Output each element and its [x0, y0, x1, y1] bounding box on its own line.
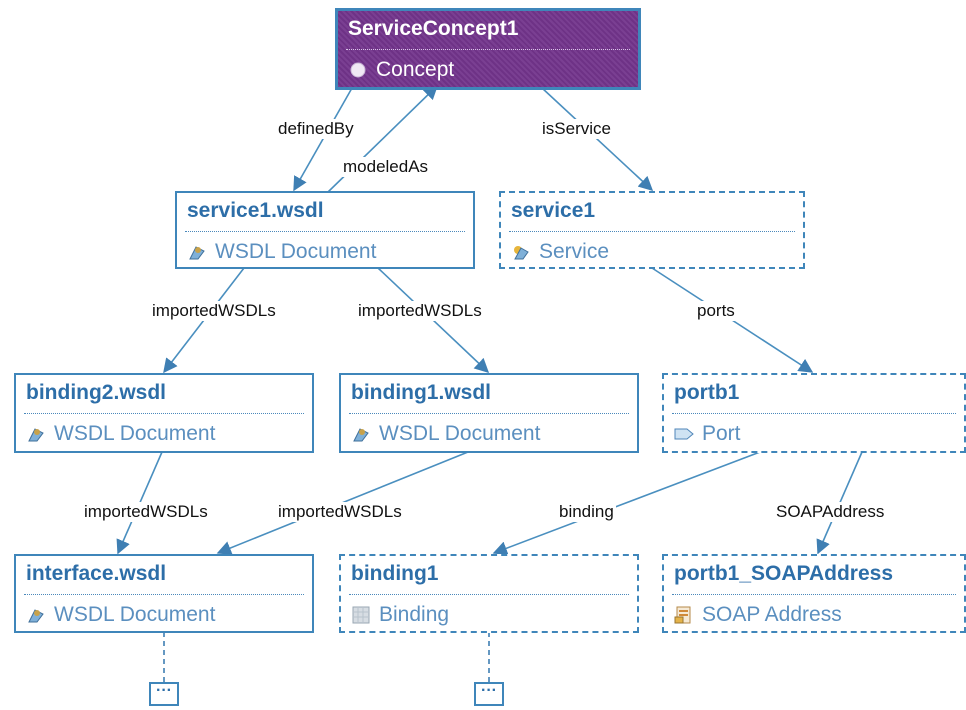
service-icon — [511, 242, 531, 262]
wsdl-document-icon — [351, 424, 371, 444]
node-title: binding1.wsdl — [351, 381, 491, 404]
node-interface-wsdl[interactable]: interface.wsdl WSDL Document — [14, 554, 314, 633]
node-type-label: WSDL Document — [54, 603, 216, 626]
edge-label-isservice: isService — [540, 119, 613, 139]
node-type-label: Binding — [379, 603, 450, 626]
node-type-label: Service — [539, 240, 610, 263]
node-type-label: Concept — [376, 58, 455, 81]
node-title: interface.wsdl — [26, 562, 167, 585]
edge-label-definedby: definedBy — [276, 119, 356, 139]
port-icon — [674, 424, 694, 444]
node-service1-wsdl[interactable]: service1.wsdl WSDL Document — [175, 191, 475, 269]
edge-label-soapaddress: SOAPAddress — [774, 502, 887, 522]
concept-icon — [348, 60, 368, 80]
node-divider — [185, 231, 465, 232]
edge-binding — [492, 451, 761, 556]
node-divider — [672, 413, 956, 414]
wsdl-document-icon — [26, 605, 46, 625]
soap-address-icon — [674, 605, 694, 625]
edge-label-binding: binding — [557, 502, 616, 522]
expand-more-button-interface[interactable]: ··· — [149, 682, 179, 706]
edge-definedby — [293, 87, 353, 192]
node-title: ServiceConcept1 — [348, 17, 519, 40]
edge-isservice — [541, 87, 654, 191]
node-type-label: WSDL Document — [215, 240, 377, 263]
node-divider — [349, 413, 629, 414]
node-type-row: WSDL Document — [341, 414, 637, 454]
node-divider — [509, 231, 795, 232]
node-divider — [24, 594, 304, 595]
node-type-row: WSDL Document — [16, 595, 312, 635]
node-type-row: Concept — [338, 50, 638, 90]
node-title: binding2.wsdl — [26, 381, 166, 404]
node-binding1[interactable]: binding1 Binding — [339, 554, 639, 633]
node-type-row: WSDL Document — [177, 232, 473, 272]
node-portb1-soapaddress[interactable]: portb1_SOAPAddress SOAP Address — [662, 554, 966, 633]
edge-label-importedwsdls-3: importedWSDLs — [82, 502, 210, 522]
node-divider — [349, 594, 629, 595]
node-type-row: WSDL Document — [16, 414, 312, 454]
node-title: service1 — [511, 199, 596, 222]
node-type-row: Binding — [341, 595, 637, 635]
node-binding2-wsdl[interactable]: binding2.wsdl WSDL Document — [14, 373, 314, 453]
edge-label-importedwsdls-4: importedWSDLs — [276, 502, 404, 522]
wsdl-document-icon — [26, 424, 46, 444]
node-type-label: SOAP Address — [702, 603, 842, 626]
node-type-row: Port — [664, 414, 964, 454]
node-type-row: Service — [501, 232, 803, 272]
expand-more-button-binding1[interactable]: ··· — [474, 682, 504, 706]
wsdl-document-icon — [187, 242, 207, 262]
node-binding1-wsdl[interactable]: binding1.wsdl WSDL Document — [339, 373, 639, 453]
node-divider — [672, 594, 956, 595]
node-service1[interactable]: service1 Service — [499, 191, 805, 269]
node-type-label: WSDL Document — [379, 422, 541, 445]
node-title: portb1_SOAPAddress — [674, 562, 893, 585]
node-type-label: WSDL Document — [54, 422, 216, 445]
node-title: binding1 — [351, 562, 439, 585]
node-type-label: Port — [702, 422, 741, 445]
edge-label-importedwsdls-1: importedWSDLs — [150, 301, 278, 321]
edge-label-ports: ports — [695, 301, 737, 321]
node-title: service1.wsdl — [187, 199, 324, 222]
edge-label-modeledas: modeledAs — [341, 157, 431, 177]
node-title: portb1 — [674, 381, 740, 404]
node-service-concept[interactable]: ServiceConcept1 Concept — [335, 8, 641, 90]
node-portb1[interactable]: portb1 Port — [662, 373, 966, 453]
node-divider — [24, 413, 304, 414]
node-divider — [346, 49, 630, 50]
edge-label-importedwsdls-2: importedWSDLs — [356, 301, 484, 321]
node-type-row: SOAP Address — [664, 595, 964, 635]
binding-icon — [351, 605, 371, 625]
